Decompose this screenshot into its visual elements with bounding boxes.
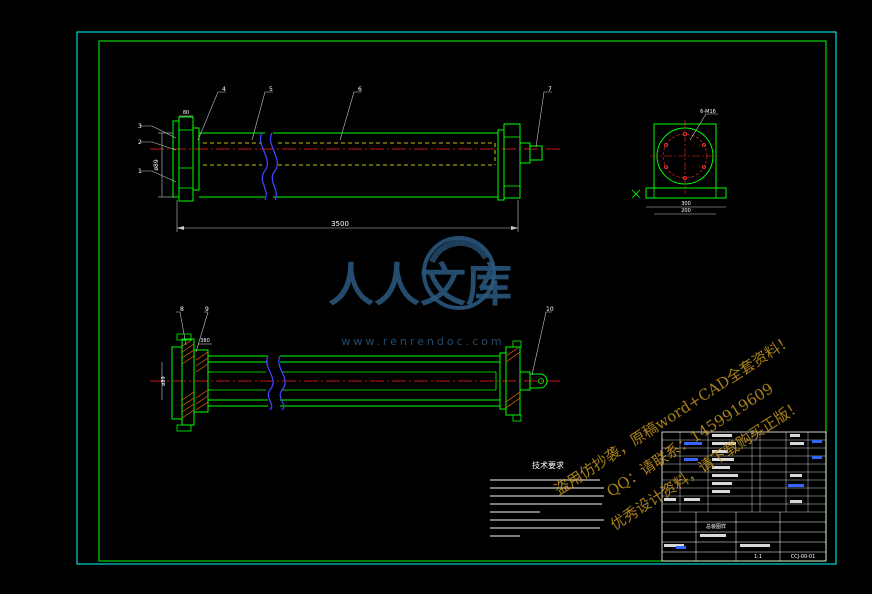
side-width-dim-1: 300 (681, 201, 691, 207)
title-scale: 1:1 (754, 554, 762, 560)
front-flange-dimension: 80 (183, 110, 189, 116)
callout-8: 8 (180, 306, 184, 313)
callout-3: 3 (138, 123, 142, 130)
front-height-dimension: ø89 (153, 159, 160, 170)
tech-requirements-lines (490, 479, 604, 537)
callout-7: 7 (548, 86, 552, 93)
title-drawing-number: CCJ-00-01 (791, 554, 816, 560)
callout-1: 1 (138, 168, 142, 175)
watermark-logo-icon (422, 236, 496, 310)
side-width-dim-2: 200 (681, 208, 691, 214)
watermark-logo-text: 人人文库 (328, 258, 512, 312)
front-overall-dimension: 3500 (331, 220, 349, 228)
tech-requirements-heading: 技术要求 (532, 460, 564, 470)
watermark-url: www.renrendoc.com (341, 335, 504, 348)
callout-9: 9 (205, 306, 209, 313)
section-left-dimension: ø89 (161, 376, 167, 385)
title-block (661, 431, 827, 562)
front-view (140, 91, 560, 232)
side-view (631, 113, 727, 215)
watermark-line-1: 盗用仿抄袭，原稿word+CAD全套资料！ (551, 331, 796, 499)
callout-2: 2 (138, 139, 142, 146)
section-bore-dimension: 380 (200, 338, 210, 344)
outer-frame (76, 31, 837, 565)
title-part-label: 总装图样 (706, 523, 726, 530)
callout-5: 5 (269, 86, 273, 93)
side-bolt-label: 6-M16 (700, 109, 716, 115)
inner-frame (98, 40, 827, 562)
callout-6: 6 (358, 86, 362, 93)
callout-4: 4 (222, 86, 226, 93)
section-view (150, 311, 560, 432)
callout-10: 10 (546, 306, 554, 313)
